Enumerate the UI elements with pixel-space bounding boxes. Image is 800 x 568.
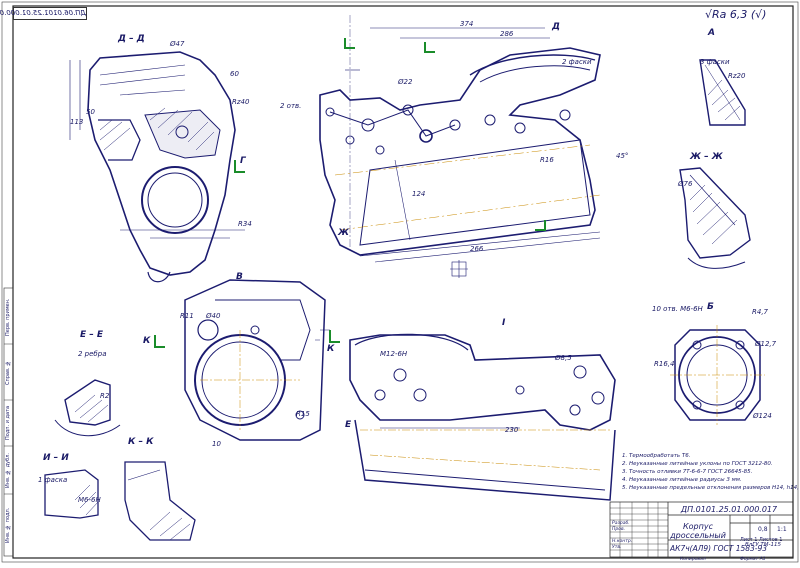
side-strip-label: Инв. № подл. [5, 507, 11, 543]
section-label-zh: Ж [338, 228, 350, 238]
dimension: 2 отв. [280, 102, 302, 110]
note-line: 2. Неуказанные литейные уклоны по ГОСТ 3… [622, 461, 773, 467]
dimension: 1 фаска [38, 476, 68, 484]
title-block-name: Корпус дроссельный [670, 522, 726, 540]
title-block-format: Формат A1 [740, 557, 766, 562]
dimension: R16,4 [654, 360, 675, 368]
section-label-k-left: К [143, 336, 151, 346]
inner-border [12, 5, 794, 559]
section-label-k-right: К [327, 344, 335, 354]
view-title-i-i: И – И [43, 453, 69, 463]
view-i-i [44, 469, 99, 519]
view-title-v: В [236, 272, 243, 282]
dimension: 2 фаски [562, 58, 592, 66]
dimension: Rz20 [728, 72, 746, 80]
main-view [319, 15, 601, 278]
title-block-scale: 1:1 [777, 526, 787, 533]
dimension: 266 [470, 245, 484, 253]
note-line: 3. Точность отливки 7Т-6-6-7 ГОСТ 26645-… [622, 469, 753, 475]
dimension: 230 [505, 426, 519, 434]
title-block-grid [609, 501, 794, 558]
side-strip [3, 287, 14, 557]
dimension: M6-6H [78, 496, 101, 504]
title-block-row-label: Разраб. [612, 521, 630, 526]
dimension: 374 [460, 20, 474, 28]
dimension: 50 [86, 108, 95, 116]
hatching-dd [99, 107, 215, 151]
section-label-d: Д [552, 22, 561, 32]
dimension: R34 [238, 220, 252, 228]
dimension: M12-6H [380, 350, 408, 358]
roughness-mark: √Ra 6,3 (√) [705, 8, 767, 21]
view-title-i-roman: I [502, 318, 506, 328]
view-b [670, 325, 765, 425]
title-block-row-label: Утв. [612, 545, 622, 550]
dimension: Ø47 [170, 40, 185, 48]
view-title-a: А [708, 28, 715, 38]
dimension: 2 ребра [78, 350, 107, 358]
dimension: 60 [230, 70, 239, 78]
note-line: 4. Неуказанные литейные радиусы 3 мм. [622, 477, 742, 483]
view-i [349, 333, 616, 501]
view-title-e-e: Е – Е [80, 330, 104, 340]
dimension: R11 [180, 312, 194, 320]
title-block-organization: ВлГУ ТМ-115 [744, 542, 782, 548]
view-k-k [124, 461, 196, 541]
view-zh-zh [679, 167, 751, 269]
dimension: Ø12,7 [755, 340, 777, 348]
side-strip-label: Инв. № дубл. [5, 452, 11, 488]
note-line: 1. Термообработать Т6. [622, 453, 691, 459]
dimension: R4,7 [752, 308, 768, 316]
dimension: 124 [412, 190, 426, 198]
view-title-zh-zh: Ж – Ж [690, 152, 723, 162]
view-title-d-d: Д – Д [118, 34, 145, 44]
title-block-sheet: Лист 1 Листов 1 [740, 537, 783, 543]
side-strip-label: Перв. примен. [5, 298, 11, 336]
side-strip-label: Справ. № [5, 359, 11, 385]
view-v [184, 279, 330, 441]
view-title-k-k: К – К [128, 437, 154, 447]
dimension: Ø8,5 [555, 354, 572, 362]
title-block-copy: Копировал [680, 557, 706, 562]
frame-code-mirrored: ДП.06.0101.25.01.000.017 [0, 7, 87, 20]
view-a [699, 59, 746, 126]
title-block-row-label: Пров. [612, 527, 626, 532]
dimension: 10 [212, 440, 221, 448]
view-label-g: Г [240, 156, 246, 166]
dimension: Ø22 [398, 78, 413, 86]
dimension: Ø40 [206, 312, 221, 320]
section-label-e: Е [345, 420, 352, 430]
view-d-d [69, 51, 245, 283]
dimension: R16 [540, 156, 554, 164]
side-strip-label: Подп. и дата [5, 405, 11, 441]
section-markers [154, 38, 546, 348]
dimension: 286 [500, 30, 514, 38]
dimension: Ø124 [753, 412, 772, 420]
title-block-code: ДП.0101.25.01.000.017 [680, 505, 778, 514]
view-title-b: Б [707, 302, 714, 312]
dimension: 45° [616, 152, 629, 160]
dimension: R2 [100, 392, 110, 400]
dimension: 10 отв. M6-6H [652, 305, 703, 313]
title-block-material: АК7ч(АЛ9) ГОСТ 1583-93 [670, 544, 768, 553]
dimension: Rz40 [232, 98, 250, 106]
dimension: 3 фаски [700, 58, 730, 66]
dimension: R15 [296, 410, 310, 418]
note-line: 5. Неуказанные предельные отклонения раз… [622, 485, 800, 491]
technical-notes: 1. Термообработать Т6. 2. Неуказанные ли… [622, 452, 800, 492]
dimension: Ø76 [678, 180, 693, 188]
title-block-row-label: Н.контр. [612, 539, 633, 544]
view-e-e [54, 379, 121, 437]
title-block-mass: 0,8 [758, 526, 768, 533]
dimension: 113 [70, 118, 84, 126]
